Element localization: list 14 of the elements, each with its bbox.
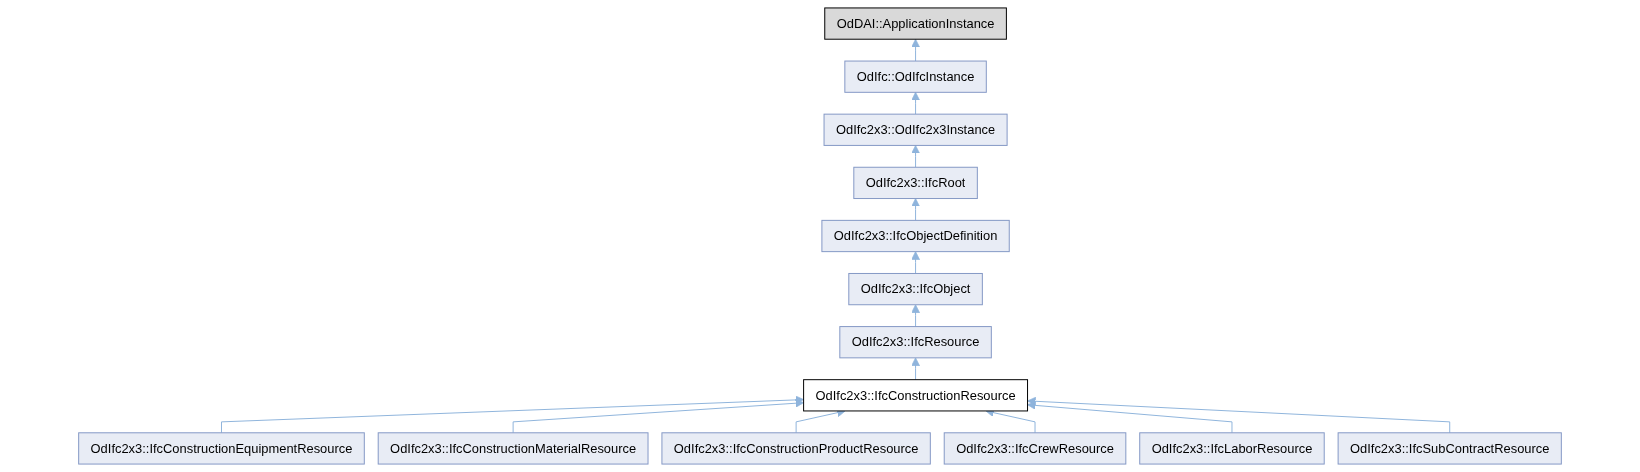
node-box: OdIfc2x3::IfcConstructionMaterialResource (377, 432, 649, 465)
node-box: OdIfc2x3::IfcResource (839, 326, 992, 359)
node-box: OdIfc2x3::IfcLaborResource (1139, 432, 1325, 465)
node-box: OdIfc2x3::OdIfc2x3Instance (823, 113, 1008, 146)
node-box: OdIfc2x3::IfcRoot (853, 166, 978, 200)
node-box: OdIfc2x3::IfcObjectDefinition (821, 219, 1010, 253)
node-box: OdIfc2x3::IfcConstructionResource (803, 379, 1029, 412)
node-box: OdIfc2x3::IfcConstructionProductResource (661, 432, 931, 465)
node-box: OdIfc2x3::IfcConstructionEquipmentResource (78, 432, 365, 465)
node-box: OdIfc2x3::IfcObject (848, 272, 983, 306)
node-box: OdIfc2x3::IfcSubContractResource (1337, 432, 1562, 465)
node-box: OdIfc::OdIfcInstance (844, 60, 987, 93)
node-box: OdIfc2x3::IfcCrewResource (943, 432, 1127, 465)
node-box: OdDAI::ApplicationInstance (824, 7, 1007, 40)
